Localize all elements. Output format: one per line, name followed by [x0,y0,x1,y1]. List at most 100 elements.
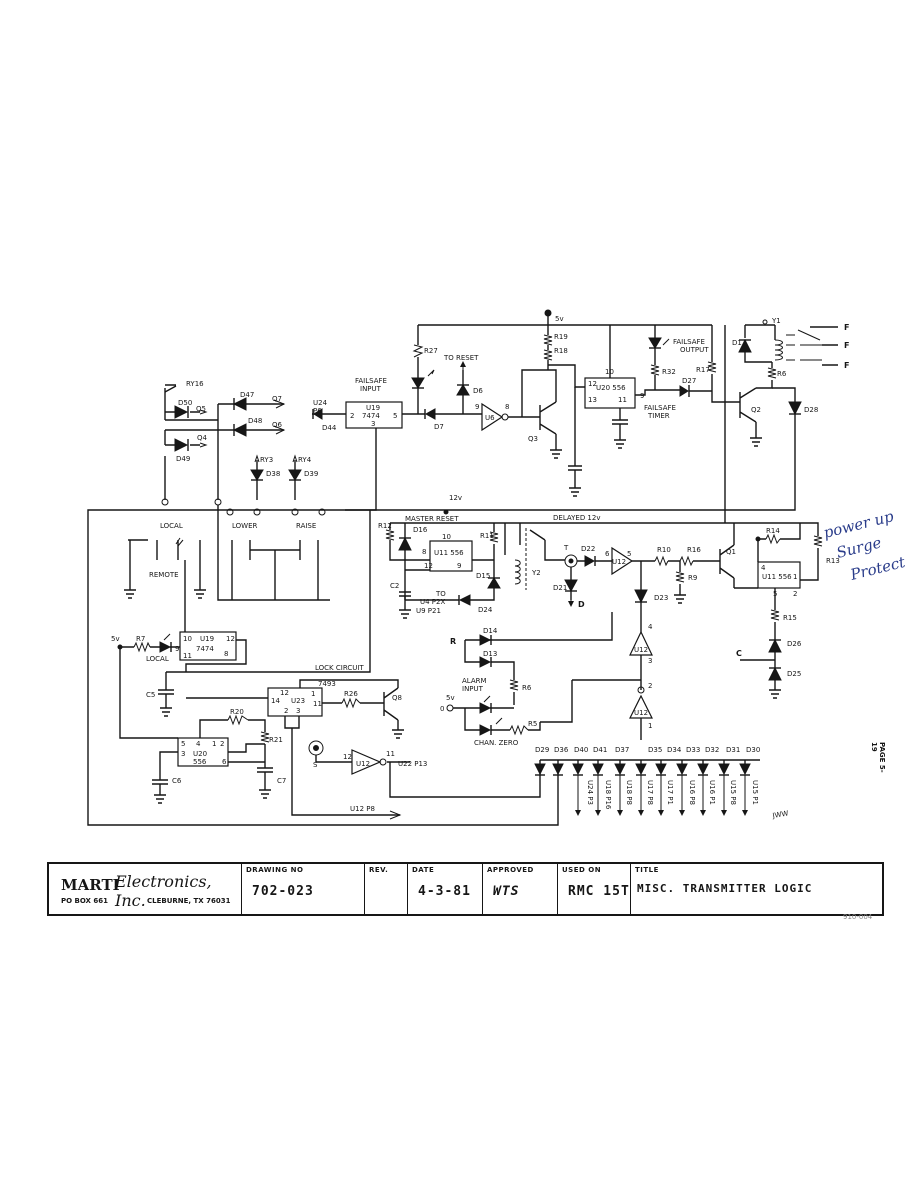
used-on-label: USED ON [562,866,602,874]
label-tap-u16p8: U16 P8 [688,780,696,805]
diode-d36 [552,760,564,776]
label-u23-p1: 1 [311,690,315,698]
label-u6: U6 [485,414,495,422]
label-u20b-p2: 2 [220,740,224,748]
label-delayed-12v: DELAYED 12v [553,514,600,522]
label-alarm-2: INPUT [462,685,484,693]
label-r16: R16 [687,546,701,554]
label-u23-p14: 14 [271,697,280,705]
label-p2: 2 [648,682,652,690]
label-d50: D50 [178,399,192,407]
label-u19b-type: 7474 [196,645,214,653]
page-number: PAGE 5-19 [870,742,886,773]
label-u23-p2: 2 [284,707,288,715]
form-number: 910-004 [843,913,873,921]
reset-section: 12v MASTER RESET DELAYED 12v R12 D16 10 … [378,325,840,699]
label-d28a: D28 [804,406,818,414]
label-u11a-p8: 8 [422,548,426,556]
label-d37: D37 [615,746,629,754]
label-r14: R14 [766,527,780,535]
label-tap-u15p8: U15 P8 [729,780,737,805]
label-d23: D23 [654,594,668,602]
label-p6b: 6 [605,550,610,558]
label-failsafe-output-2: OUTPUT [680,346,709,354]
label-u11b-p1: 1 [793,573,797,581]
label-lower: LOWER [232,522,258,530]
label-u20a-p9: 9 [640,392,644,400]
label-p11: 11 [386,750,395,758]
used-on-value: RMC 15T [568,884,630,899]
label-u11a: U11 556 [434,549,464,557]
label-ry16: RY16 [186,380,204,388]
label-d24: D24 [478,606,493,614]
label-t: T [563,544,569,552]
label-failsafe-timer-1: FAILSAFE [644,404,676,412]
label-u19a-p2: 2 [350,412,354,420]
label-u11b: U11 556 [762,573,792,581]
label-u22p13: U22 P13 [398,760,427,768]
label-d35: D35 [648,746,662,754]
label-u4p2x: U4 P2X [420,598,445,606]
label-u23-p11: 11 [313,700,322,708]
label-u23-type: 7493 [318,680,336,688]
label-r21: R21 [269,736,283,744]
label-d16: D16 [413,526,428,534]
label-r-bar: R [450,637,456,646]
label-ry4: RY4 [298,456,312,464]
drawing-no-value: 702-023 [252,884,314,899]
label-c7: C7 [277,777,286,785]
label-u12d: U12 [356,760,370,768]
label-r9: R9 [688,574,697,582]
label-failsafe-input-1: FAILSAFE [355,377,387,385]
diode-d40 [572,760,584,816]
label-q1: Q1 [726,548,736,556]
label-d34: D34 [667,746,682,754]
label-u19b-p10: 10 [183,635,192,643]
label-f3: F [844,361,849,370]
label-r17: R17 [696,366,710,374]
label-tap-u18p8: U18 P8 [625,780,633,805]
label-d6: D6 [473,387,483,395]
title-label: TITLE [635,866,659,874]
company-po-box: PO BOX 661 [61,897,109,905]
label-r6b: R6 [522,684,532,692]
label-failsafe-output-1: FAILSAFE [673,338,705,346]
label-d41: D41 [593,746,607,754]
label-alarm-1: ALARM [462,677,487,685]
label-u19a-type: 7474 [362,412,380,420]
label-d7: D7 [434,423,444,431]
label-r7: R7 [136,635,145,643]
label-d38: D38 [266,470,280,478]
label-q3: Q3 [528,435,538,443]
label-u12p8: U12 P8 [350,805,375,813]
label-u20b-p4: 4 [196,740,201,748]
label-5v-b: 5v [446,694,455,702]
label-d31: D31 [726,746,740,754]
diode-d41 [592,760,604,816]
label-u20a-p12: 12 [588,380,597,388]
label-p8: 8 [505,403,509,411]
label-tap-u16p1: U16 P1 [708,780,716,805]
label-p1: 1 [648,722,652,730]
label-u24: U24 [313,399,328,407]
label-5v-c: 5v [111,635,120,643]
label-d-bar: D [578,600,585,609]
label-u11b-p4: 4 [761,564,766,572]
diode-array: D29 D36 D40 D41 D37 D35 D34 D33 D32 D31 … [534,746,789,820]
title-block: MARTI Electronics, Inc. PO BOX 661 CLEBU… [47,862,884,916]
failsafe-section: U19 2 7474 5 3 FAILSAFE INPUT U24 P6 D44… [87,309,849,826]
used-on-cell: USED ON RMC 15T [558,864,631,914]
label-u19a-p5: 5 [393,412,397,420]
approved-label: APPROVED [487,866,534,874]
label-r18: R18 [554,347,568,355]
label-chan-zero: CHAN. ZERO [474,739,519,747]
label-q4: Q4 [197,434,208,442]
drawing-no-cell: DRAWING NO 702-023 [242,864,365,914]
company-city: CLEBURNE, TX 76031 [147,897,231,905]
label-tap-u18p16: U18 P16 [604,780,612,810]
label-p4: 4 [648,623,653,631]
company-script: Electronics, Inc. [115,872,212,910]
label-d40: D40 [574,746,588,754]
label-u11a-p12: 12 [424,562,433,570]
label-u23-p3: 3 [296,707,300,715]
